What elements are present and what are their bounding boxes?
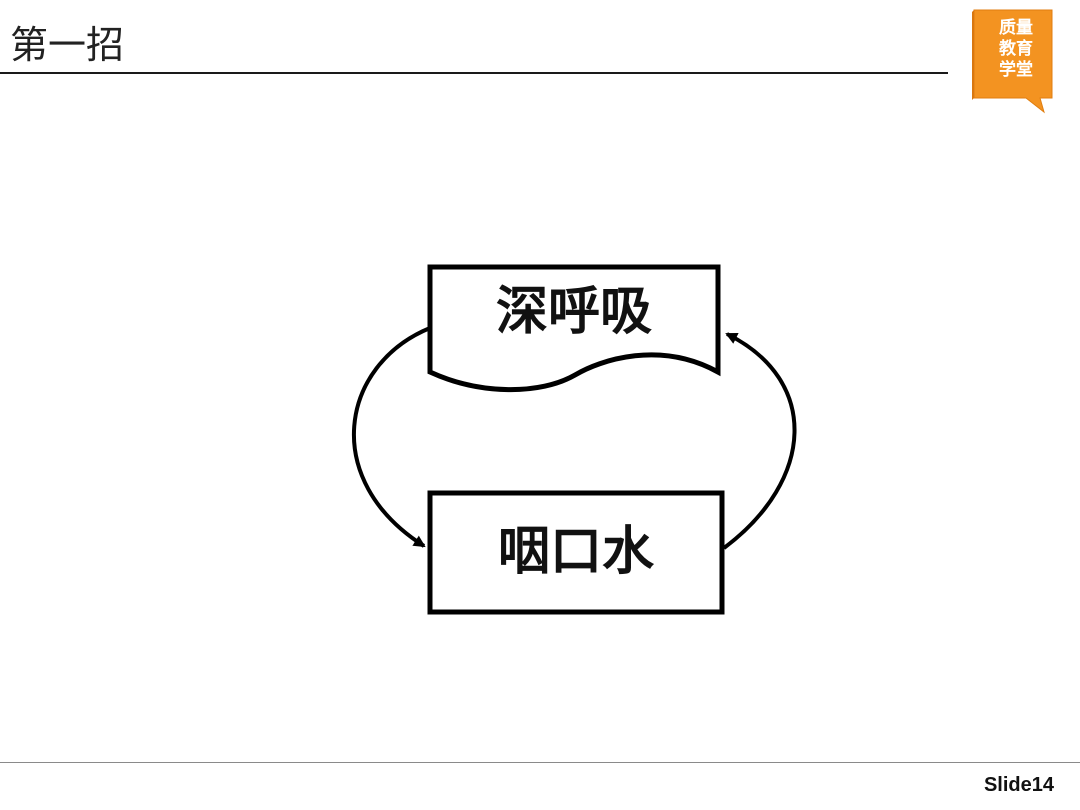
logo-text: 质量 教育 学堂 [982,18,1050,81]
title-divider [0,72,948,74]
bottom-box-shape [427,490,725,615]
top-box-shape [427,264,721,393]
slide-number: Slide14 [983,774,1054,796]
arrow-bottom-to-top [722,332,797,550]
bottom-box-label: 咽口水 [497,522,654,582]
arrow-top-to-bottom [351,326,431,548]
brand-logo-icon [972,9,1053,114]
top-box-label: 深呼吸 [495,282,652,342]
logo-line-3: 学堂 [999,60,1033,80]
logo-line-2: 教育 [999,39,1033,59]
slide-title: 第一招 [10,23,125,67]
logo-line-1: 质量 [999,18,1033,38]
footer-divider [0,762,1080,763]
